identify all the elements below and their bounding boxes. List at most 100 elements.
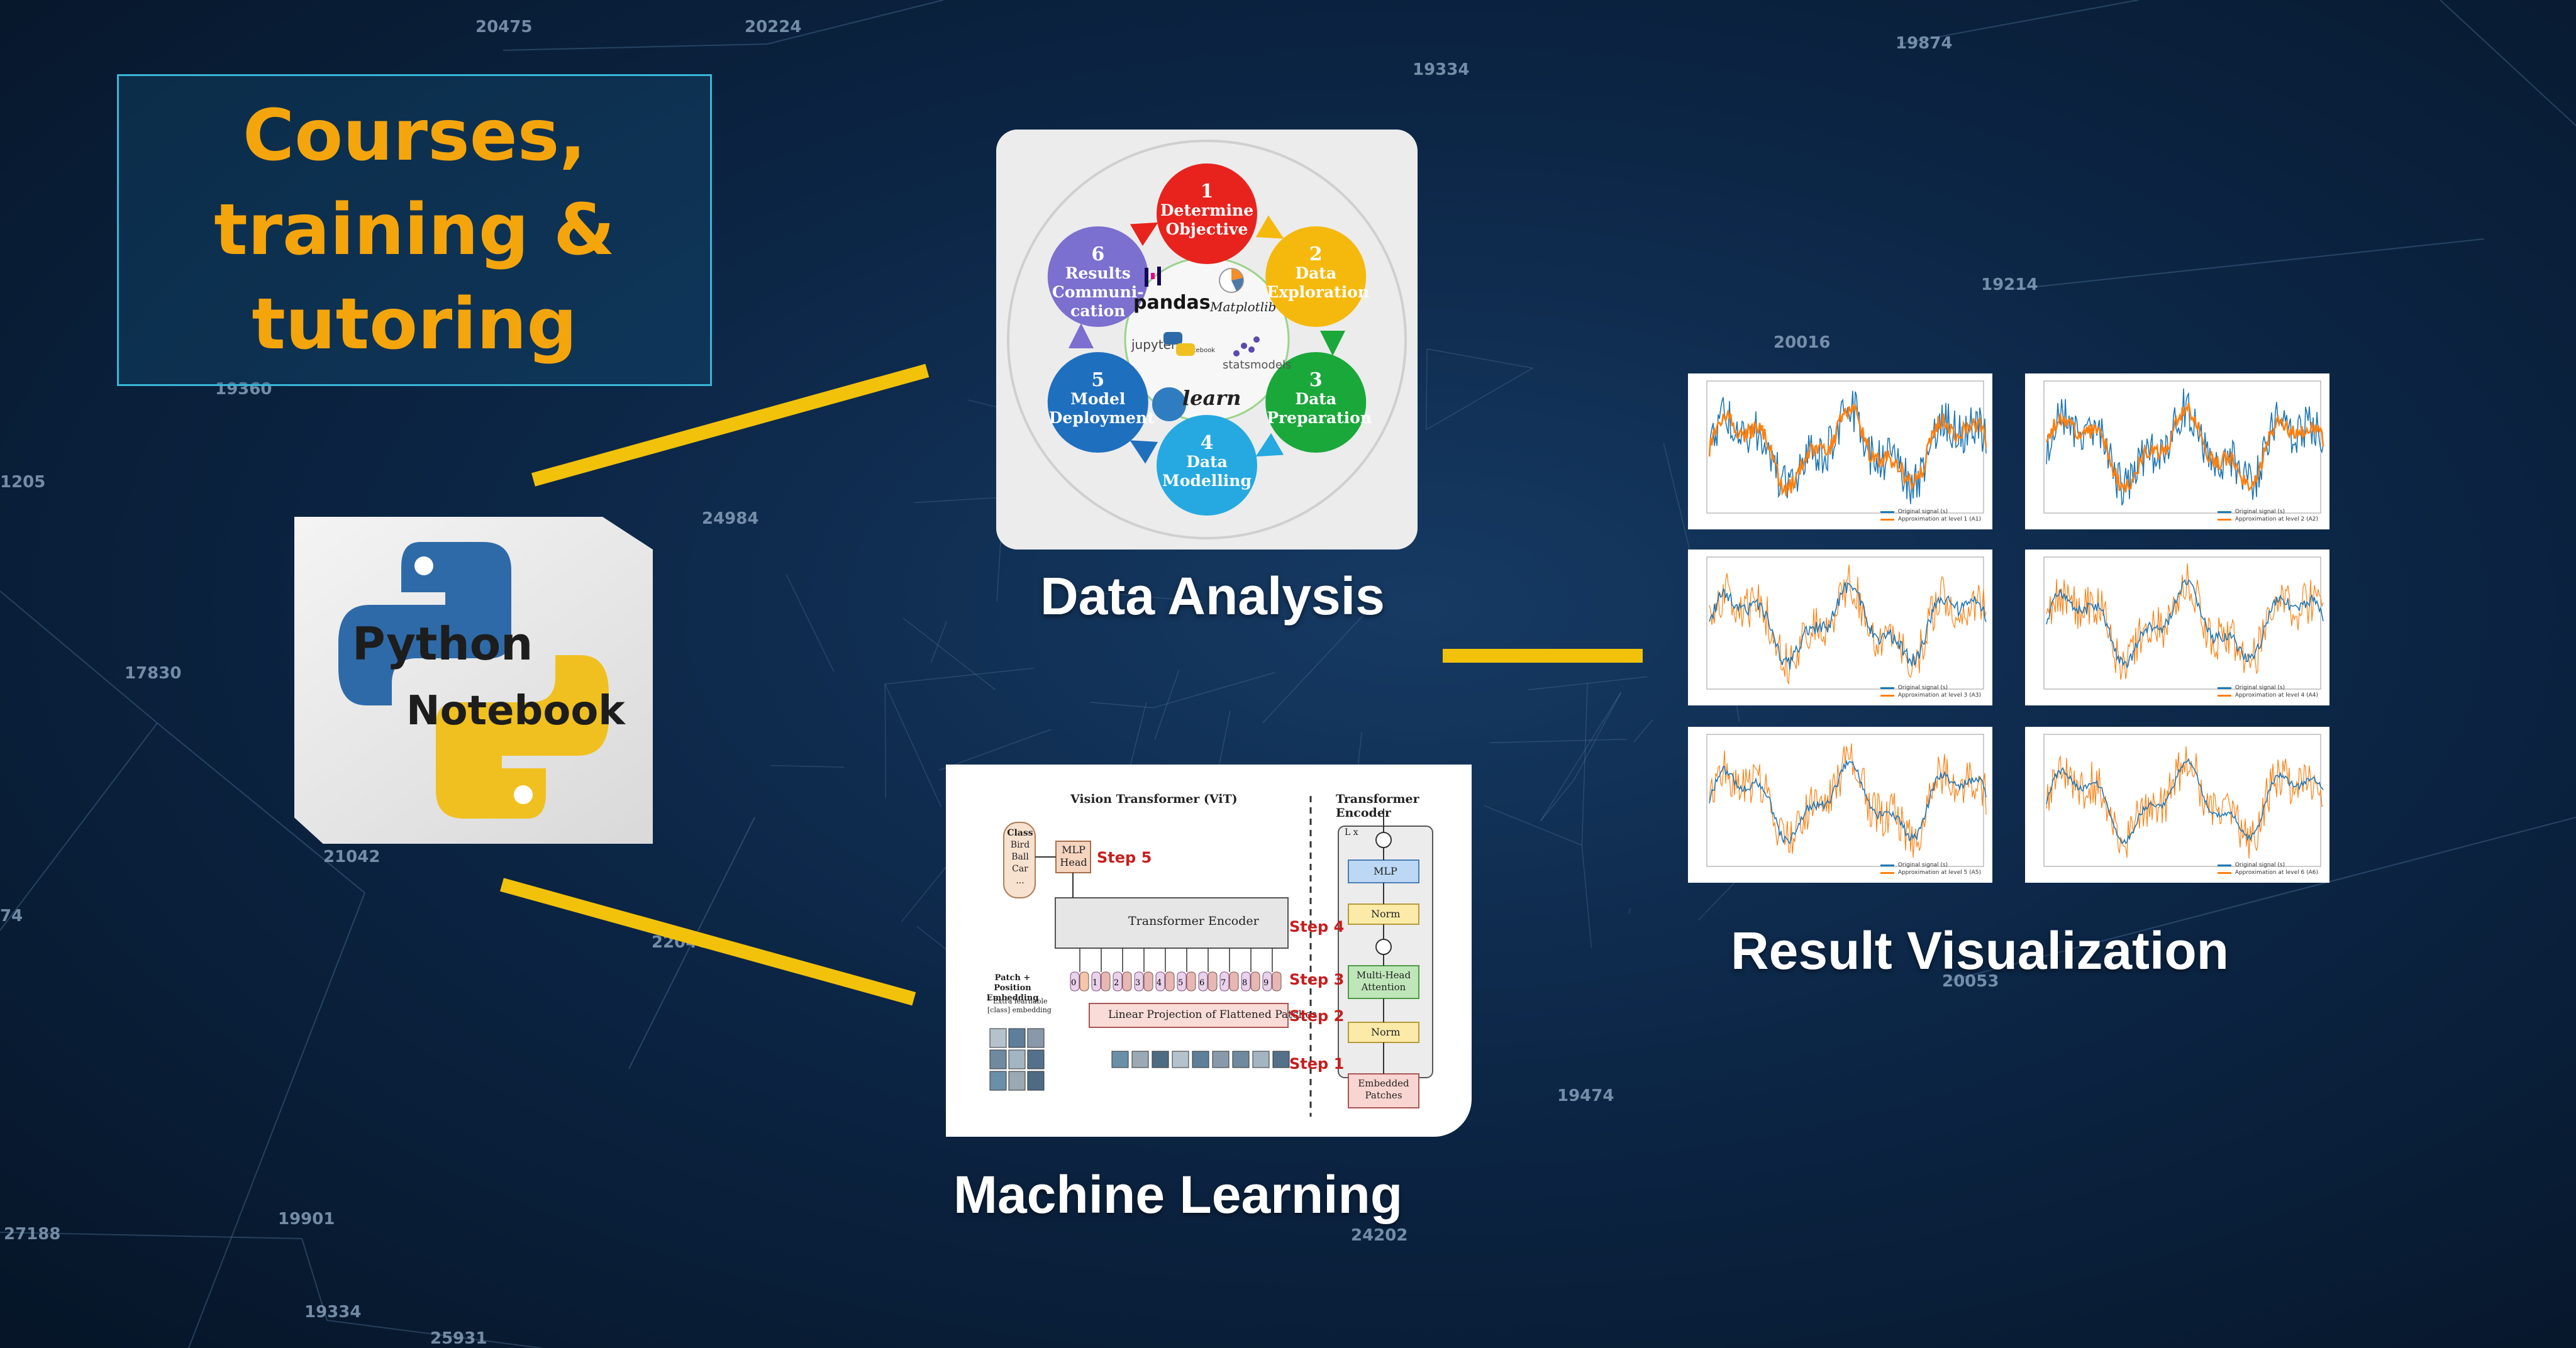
stage-number: 5: [1091, 369, 1105, 391]
legend-swatch: [1880, 871, 1894, 874]
legend-text: Approximation at level 6 (A6): [2235, 870, 2318, 876]
stage-text: Determine Objective: [1160, 201, 1254, 238]
input-image-patch: [989, 1049, 1007, 1069]
stage-arrow: [1130, 440, 1158, 464]
legend-swatch: [2217, 871, 2231, 874]
token-index: 8: [1242, 978, 1247, 988]
image-patch: [1152, 1051, 1169, 1068]
plot-legend: Original signal (s) Approximation at leve…: [2217, 861, 2318, 876]
input-image-patch: [1027, 1071, 1045, 1091]
python-notebook-logo: Python Notebook: [294, 517, 653, 844]
image-patch: [1111, 1051, 1129, 1068]
legend-swatch: [2217, 511, 2231, 513]
background-number: 19901: [278, 1210, 335, 1229]
brain-mesh-line: [1153, 671, 1275, 709]
network-line: [2440, 0, 2576, 126]
image-patch: [1172, 1051, 1189, 1068]
brain-mesh-line: [1262, 612, 1366, 724]
legend-swatch: [2217, 687, 2231, 689]
network-line: [0, 722, 158, 931]
input-image-patch: [1027, 1028, 1045, 1048]
brain-mesh-line: [996, 533, 1002, 602]
brain-mesh-line: [930, 621, 947, 663]
image-patch: [1192, 1051, 1209, 1068]
signal-plot: Original signal (s)Approximation at leve…: [1688, 727, 1992, 883]
encoder-attention-label: Multi-Head Attention: [1356, 970, 1411, 993]
token-index: 9: [1263, 978, 1269, 988]
stage-text: Data Preparation: [1267, 390, 1372, 427]
legend-entry: Original signal (s): [1880, 684, 1981, 692]
legend-entry: Approximation at level 1 (A1): [1880, 516, 1981, 523]
input-image-patch: [1027, 1049, 1045, 1069]
embedding-token: 7: [1219, 948, 1239, 992]
background-number: 20224: [745, 18, 802, 36]
mlp-head-label: MLP Head: [1060, 844, 1087, 868]
image-patch: [1212, 1051, 1230, 1068]
background-number: 19874: [1896, 34, 1953, 53]
encoder-lx-label: L x: [1345, 827, 1358, 837]
original-signal-line: [1709, 759, 1987, 845]
legend-swatch: [1880, 518, 1894, 521]
brain-mesh-line: [1154, 670, 1180, 741]
encoder-norm-bottom-label: Norm: [1371, 1026, 1401, 1038]
legend-text: Original signal (s): [1897, 509, 1948, 515]
label-data-analysis: Data Analysis: [1040, 566, 1385, 626]
legend-swatch: [1880, 511, 1894, 513]
stage-arrow: [1255, 433, 1284, 457]
network-line: [1899, 0, 2139, 45]
stage-text: Data Modelling: [1162, 453, 1252, 490]
legend-swatch: [2217, 864, 2231, 866]
background-number: 74: [0, 907, 23, 925]
label-machine-learning: Machine Learning: [953, 1165, 1403, 1224]
brain-mesh-line: [884, 683, 942, 807]
tool-statsmodels: statsmodels: [1223, 358, 1292, 372]
brain-mesh-line: [1574, 692, 1621, 780]
stage-number: 4: [1200, 432, 1214, 454]
encoder-norm-top-label: Norm: [1371, 908, 1401, 920]
approximation-line: [2046, 746, 2324, 859]
token-index: 6: [1199, 978, 1204, 988]
approximation-line: [1708, 402, 1987, 497]
token-index: 7: [1221, 978, 1226, 988]
stage-arrow: [1069, 323, 1094, 348]
network-line: [188, 892, 365, 1348]
token-index: 3: [1135, 978, 1140, 988]
embedding-token: 4: [1155, 948, 1175, 992]
legend-entry: Original signal (s): [2217, 861, 2318, 869]
logo-word-notebook: Notebook: [406, 688, 625, 734]
embedding-token: 5: [1177, 948, 1196, 992]
legend-text: Original signal (s): [2235, 862, 2285, 868]
approximation-line: [1709, 743, 1987, 858]
legend-swatch: [2217, 694, 2231, 697]
brain-mesh-line: [885, 667, 1034, 685]
legend-entry: Original signal (s): [2217, 684, 2318, 692]
signal-plot-graphic: [2043, 380, 2324, 514]
stage-text: Model Deployment: [1048, 390, 1155, 427]
python-icon: [338, 542, 609, 819]
plot-legend: Original signal (s)Approximation at leve…: [1880, 684, 1981, 699]
step-5-label: Step 5: [1097, 849, 1152, 866]
connector-to-result-visualization: [1443, 649, 1643, 663]
approximation-line: [2045, 402, 2324, 493]
network-line: [1949, 817, 2576, 981]
encoder-title: Transformer Encoder: [1336, 792, 1419, 820]
original-signal-line: [1709, 582, 1987, 670]
network-line: [0, 1232, 303, 1239]
signal-plot: Original signal (s)Approximation at leve…: [2025, 550, 2329, 705]
brain-mesh-line: [1581, 845, 1592, 949]
logo-word-python: Python: [352, 617, 533, 670]
stage-arrow: [1255, 215, 1284, 239]
brain-mesh-line: [1484, 805, 1582, 846]
original-signal-line: [2046, 758, 2324, 844]
tool-scikit-learn: learn: [1182, 386, 1241, 410]
brain-mesh-line: [1540, 692, 1621, 821]
signal-plot-graphic: [2043, 556, 2324, 690]
input-image-patch: [989, 1071, 1007, 1091]
legend-entry: Approximation at level 6 (A6): [2217, 869, 2318, 876]
approximation-line: [2046, 563, 2324, 680]
legend-entry: Approximation at level 5 (A5): [1880, 869, 1981, 876]
legend-text: Approximation at level 1 (A1): [1897, 516, 1981, 522]
